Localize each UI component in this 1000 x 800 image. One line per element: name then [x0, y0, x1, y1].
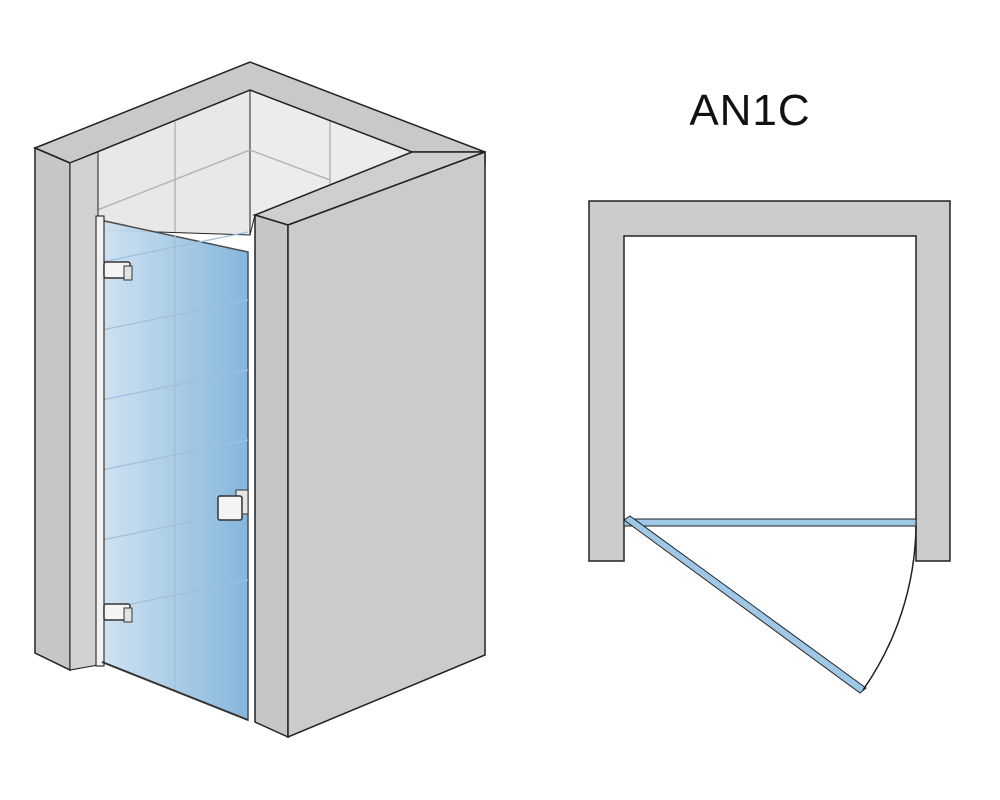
plan-view — [588, 200, 951, 694]
door-swing-arc — [862, 525, 917, 691]
door-handle-icon — [217, 489, 249, 521]
plan-door-open — [623, 515, 867, 694]
model-code-title: AN1C — [689, 86, 811, 135]
glass-door-panel — [99, 219, 249, 722]
left-wall-inner-face — [69, 151, 99, 671]
right-wall-end-face — [254, 213, 289, 739]
left-wall-front-face — [34, 146, 71, 672]
hinge-icon — [103, 603, 133, 623]
door-frame-profile — [95, 215, 105, 667]
hinge-icon — [103, 261, 133, 281]
door-bottom-edge — [101, 661, 249, 721]
plan-door-closed — [623, 518, 917, 527]
isometric-view — [33, 61, 486, 739]
plan-wall — [588, 200, 951, 562]
right-wall-side-face — [287, 150, 486, 739]
